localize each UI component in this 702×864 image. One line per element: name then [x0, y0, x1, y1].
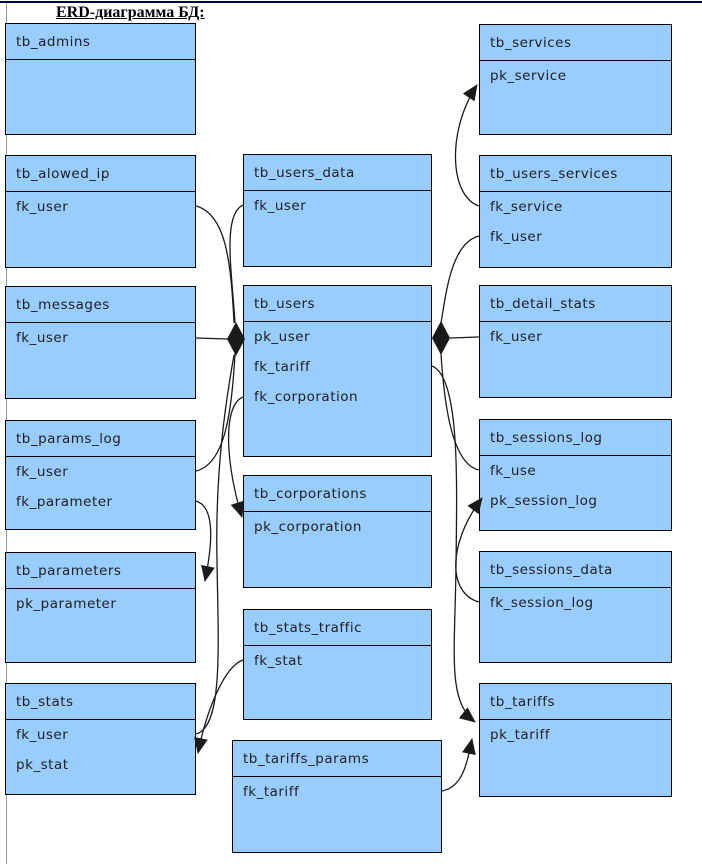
diagram-title: ERD-диаграмма БД: — [56, 4, 205, 21]
field-fk_stat: fk_stat — [254, 653, 303, 669]
entity-tb_tariffs: tb_tariffs pk_tariff — [479, 683, 672, 797]
entity-tb_detail_stats: tb_detail_stats fk_user — [479, 285, 672, 398]
field-fk_session_log: fk_session_log — [490, 595, 594, 611]
relation-fk_corporation-to-pk_corporation — [227, 396, 245, 518]
entity-tb_alowed_ip: tb_alowed_ip fk_user — [5, 155, 196, 268]
entity-title: tb_corporations — [244, 476, 431, 512]
entity-title: tb_sessions_log — [480, 420, 671, 456]
field-fk_user: fk_user — [490, 229, 543, 245]
entity-title: tb_params_log — [6, 421, 195, 457]
entity-title: tb_users — [244, 286, 431, 322]
relation-params-fk_tariff-to-pk_tariff — [441, 738, 476, 792]
entity-tb_services: tb_services pk_service — [479, 24, 672, 135]
entity-title: tb_alowed_ip — [6, 156, 195, 192]
entity-tb_parameters: tb_parameters pk_parameter — [5, 552, 196, 663]
relation-users-fk_tariff-to-pk_tariff — [431, 365, 476, 723]
relation-fk_parameter-to-pk_parameter — [195, 500, 215, 582]
relation-tb_sessions_log-fk_use — [440, 353, 480, 471]
entity-tb_stats_traffic: tb_stats_traffic fk_stat — [243, 609, 432, 720]
entity-title: tb_users_services — [480, 156, 671, 192]
entity-tb_users: tb_users pk_user fk_tariff fk_corporatio… — [243, 285, 432, 457]
entity-title: tb_messages — [6, 287, 195, 323]
relation-tb_users_data-fk_user — [229, 204, 244, 324]
field-pk_tariff: pk_tariff — [490, 727, 551, 743]
field-fk_corporation: fk_corporation — [254, 389, 359, 405]
entity-title: tb_stats — [6, 684, 195, 720]
entity-title: tb_users_data — [244, 155, 431, 191]
field-fk_parameter: fk_parameter — [16, 494, 113, 510]
entity-title: tb_stats_traffic — [244, 610, 431, 646]
field-fk_user: fk_user — [16, 199, 69, 215]
relation-tb_alowed_ip-fk_user — [195, 205, 235, 324]
relation-tb_detail_stats-fk_user — [449, 336, 480, 339]
entity-title: tb_admins — [6, 24, 195, 60]
field-fk_user: fk_user — [16, 464, 69, 480]
diamond-connector-right — [432, 321, 450, 355]
field-fk_user: fk_user — [16, 727, 69, 743]
entity-tb_users_data: tb_users_data fk_user — [243, 154, 432, 267]
entity-title: tb_detail_stats — [480, 286, 671, 322]
entity-tb_messages: tb_messages fk_user — [5, 286, 196, 399]
relation-tb_messages-fk_user — [195, 337, 229, 340]
field-pk_session_log: pk_session_log — [490, 493, 598, 509]
entity-tb_users_services: tb_users_services fk_service fk_user — [479, 155, 672, 268]
field-fk_tariff: fk_tariff — [254, 359, 311, 375]
entity-tb_sessions_data: tb_sessions_data fk_session_log — [479, 551, 672, 663]
entity-title: tb_sessions_data — [480, 552, 671, 588]
relation-tb_stats-fk_user — [195, 354, 235, 735]
field-fk_user: fk_user — [16, 330, 69, 346]
entity-tb_sessions_log: tb_sessions_log fk_use pk_session_log — [479, 419, 672, 531]
top-horizontal-rule — [0, 1, 702, 3]
field-fk_tariff: fk_tariff — [243, 784, 300, 800]
relation-tb_users_services-fk_user — [440, 235, 480, 324]
field-fk_user: fk_user — [490, 329, 543, 345]
field-fk_service: fk_service — [490, 199, 563, 215]
field-pk_stat: pk_stat — [16, 757, 69, 773]
relation-fk_service-to-pk_service — [454, 84, 480, 207]
entity-title: tb_services — [480, 25, 671, 61]
field-pk_user: pk_user — [254, 329, 311, 345]
entity-title: tb_tariffs — [480, 684, 671, 720]
entity-tb_corporations: tb_corporations pk_corporation — [243, 475, 432, 588]
entity-tb_admins: tb_admins — [5, 23, 196, 135]
field-pk_corporation: pk_corporation — [254, 519, 362, 535]
entity-tb_tariffs_params: tb_tariffs_params fk_tariff — [232, 740, 442, 853]
field-pk_parameter: pk_parameter — [16, 596, 117, 612]
entity-title: tb_parameters — [6, 553, 195, 589]
entity-tb_params_log: tb_params_log fk_user fk_parameter — [5, 420, 196, 530]
field-fk_use: fk_use — [490, 463, 537, 479]
field-pk_service: pk_service — [490, 68, 567, 84]
relation-tb_params_log-fk_user — [195, 353, 236, 472]
field-fk_user: fk_user — [254, 198, 307, 214]
entity-tb_stats: tb_stats fk_user pk_stat — [5, 683, 196, 795]
entity-title: tb_tariffs_params — [233, 741, 441, 777]
